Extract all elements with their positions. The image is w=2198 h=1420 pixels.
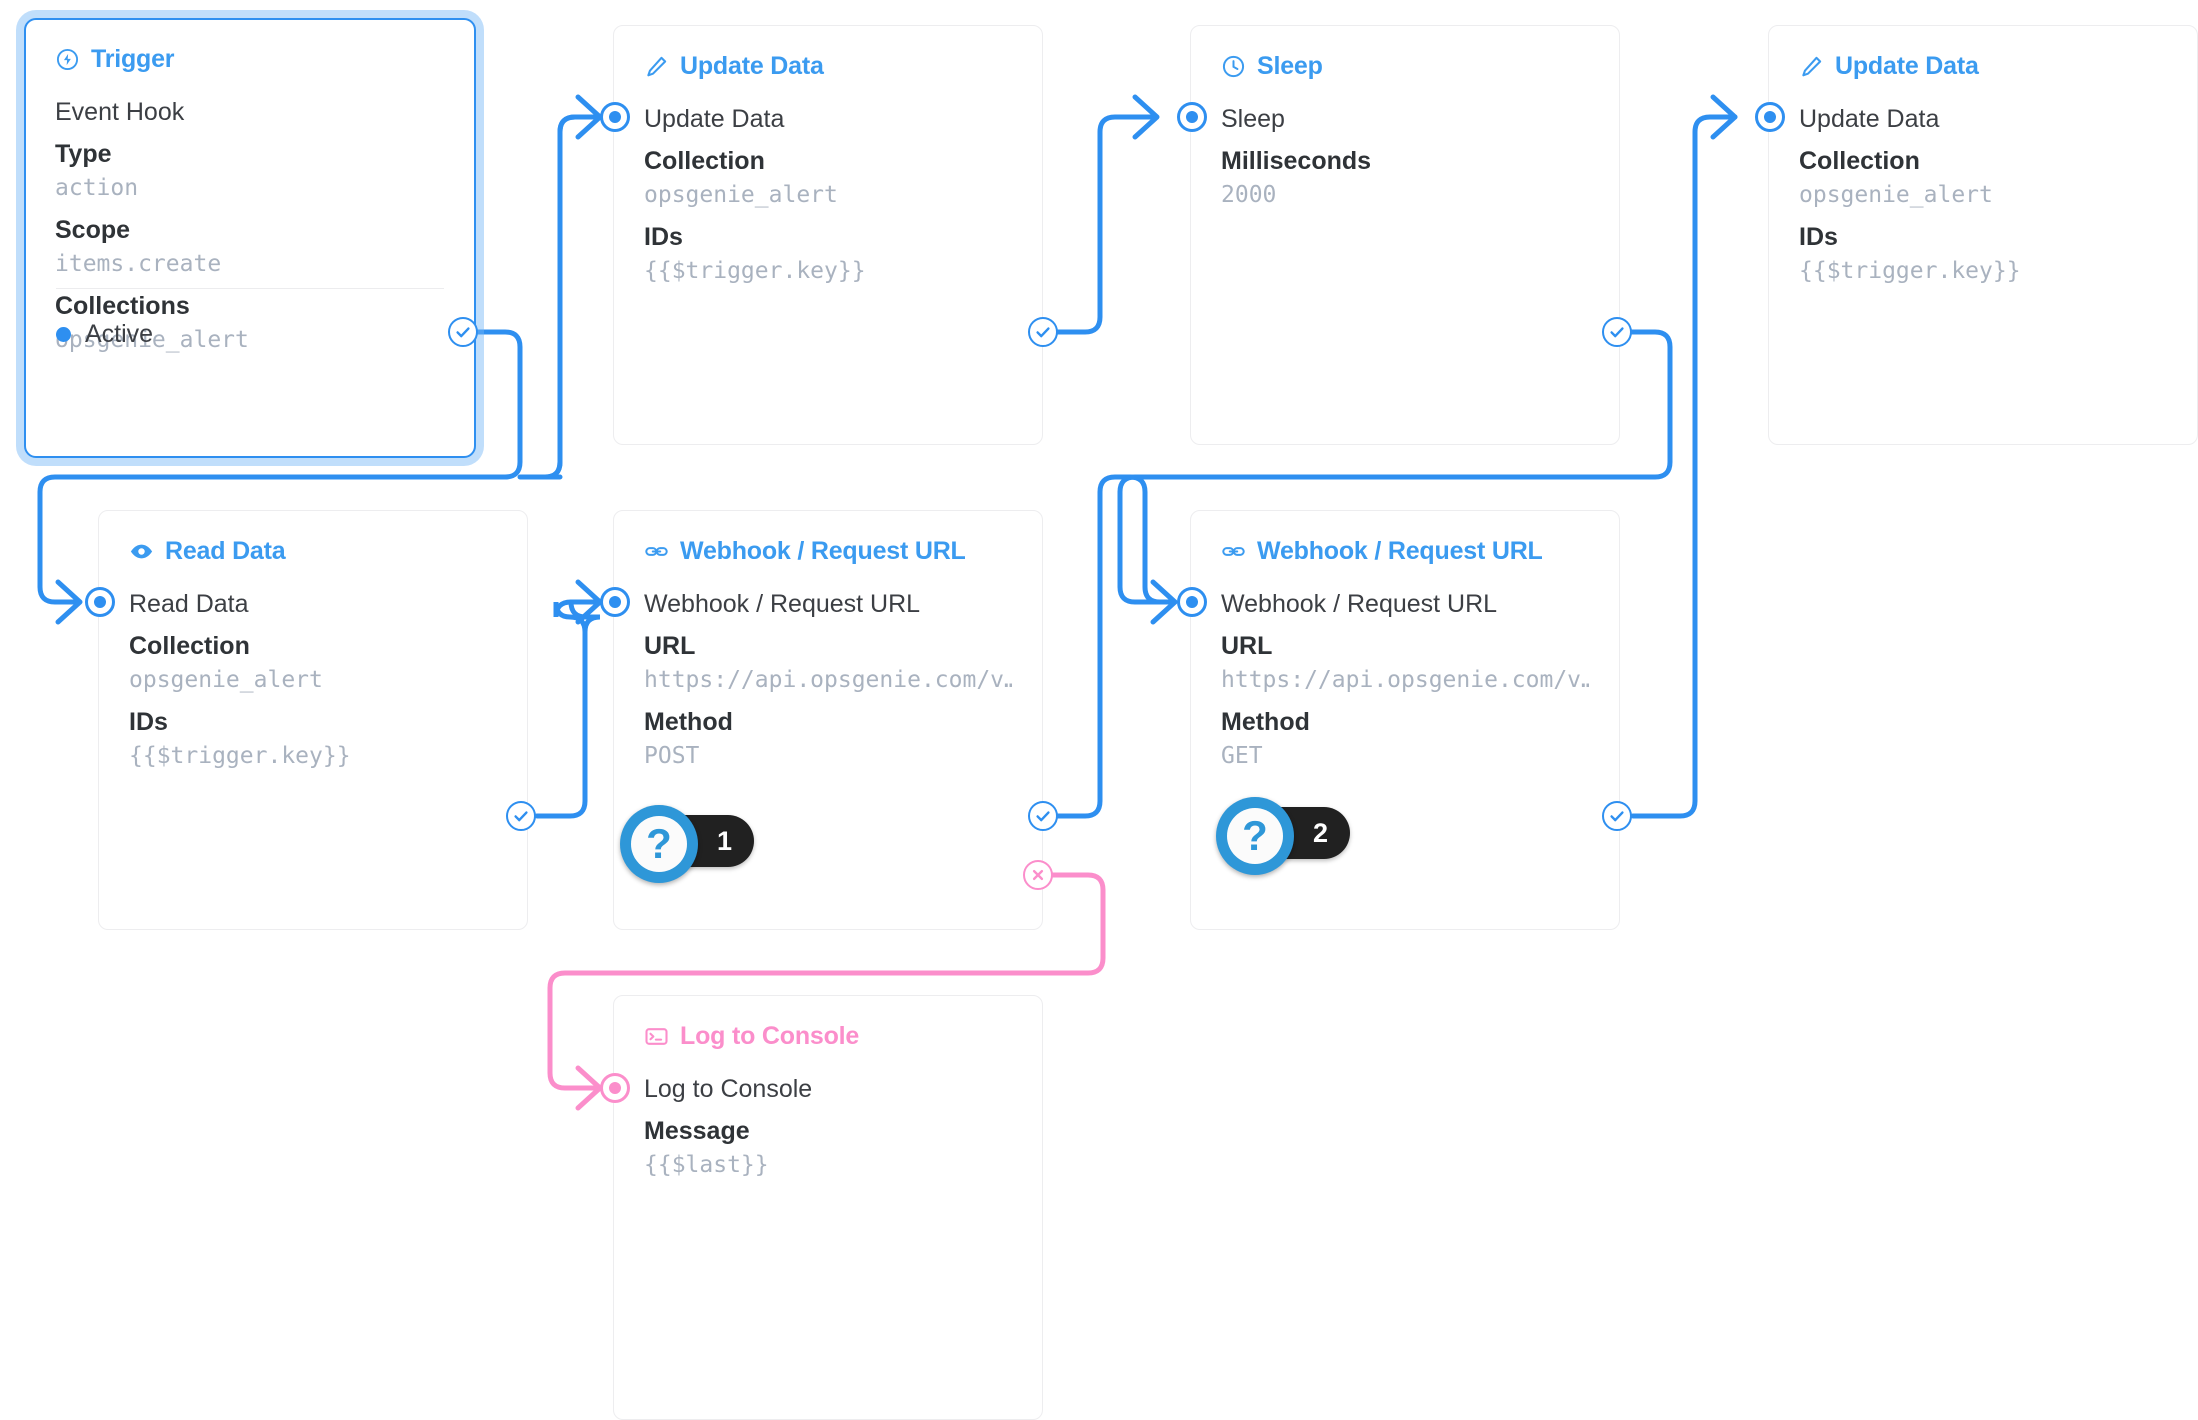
field-key: URL: [644, 631, 696, 660]
resolve-port-trigger[interactable]: [448, 317, 478, 347]
field-value: {{$trigger.key}}: [1799, 257, 2021, 284]
card-title-text: Update Data: [680, 52, 824, 80]
pencil-icon: [1799, 54, 1824, 79]
resolve-port-update-data-1[interactable]: [1028, 317, 1058, 347]
card-title-update-data-2: Update Data: [1799, 54, 2167, 79]
node-card-sleep[interactable]: Sleep Sleep Milliseconds 2000: [1190, 25, 1620, 445]
status-badge: Active: [56, 320, 153, 349]
question-mark-icon[interactable]: ?: [620, 805, 698, 883]
field-value: {{$trigger.key}}: [129, 742, 351, 769]
operation-name: Webhook / Request URL: [1221, 590, 1498, 618]
resolve-port-webhook-get[interactable]: [1602, 801, 1632, 831]
card-title-text: Webhook / Request URL: [1257, 537, 1543, 565]
field-value: https://api.opsgenie.com/v…: [644, 666, 1012, 693]
status-dot-icon: [56, 327, 71, 342]
card-title-update-data-1: Update Data: [644, 54, 1012, 79]
card-title-text: Read Data: [165, 537, 286, 565]
card-title-webhook-post: Webhook / Request URL: [644, 539, 1012, 564]
input-port-webhook-post[interactable]: [600, 587, 630, 617]
field-key: Collection: [644, 146, 765, 175]
field-key: IDs: [129, 707, 168, 736]
operation-name: Log to Console: [644, 1075, 813, 1103]
resolve-port-sleep[interactable]: [1602, 317, 1632, 347]
card-title-text: Trigger: [91, 45, 175, 73]
clock-icon: [1221, 54, 1246, 79]
help-badge-symbol: ?: [631, 816, 687, 872]
card-title-text: Webhook / Request URL: [680, 537, 966, 565]
card-title-read-data: Read Data: [129, 539, 497, 564]
field-key: Method: [644, 707, 733, 736]
field-value: https://api.opsgenie.com/v…: [1221, 666, 1589, 693]
input-port-read-data[interactable]: [85, 587, 115, 617]
field-key: Method: [1221, 707, 1310, 736]
field-value: opsgenie_alert: [55, 327, 249, 354]
help-badge-1[interactable]: 1 ?: [620, 805, 754, 883]
link-icon: [644, 539, 669, 564]
card-title-webhook-get: Webhook / Request URL: [1221, 539, 1589, 564]
node-card-update-data-1[interactable]: Update Data Update Data Collection opsge…: [613, 25, 1043, 445]
field-key: IDs: [1799, 222, 1838, 251]
operation-name: Update Data: [644, 105, 785, 133]
field-value: {{$trigger.key}}: [644, 257, 866, 284]
field-value: {{$last}}: [644, 1151, 769, 1178]
status-label: Active: [85, 320, 154, 348]
field-value: 2000: [1221, 181, 1277, 208]
operation-name: Update Data: [1799, 105, 1940, 133]
operation-name: Read Data: [129, 590, 249, 618]
field-key: Collections: [55, 291, 190, 320]
card-divider: [56, 288, 444, 289]
field-value: opsgenie_alert: [644, 181, 838, 208]
question-mark-icon[interactable]: ?: [1216, 797, 1294, 875]
field-key: Type: [55, 139, 112, 168]
input-port-update-data-2[interactable]: [1755, 102, 1785, 132]
link-icon: [1221, 539, 1246, 564]
input-port-update-data-1[interactable]: [600, 102, 630, 132]
resolve-port-webhook-post[interactable]: [1028, 801, 1058, 831]
node-card-read-data[interactable]: Read Data Read Data Collection opsgenie_…: [98, 510, 528, 930]
help-badge-2[interactable]: 2 ?: [1216, 797, 1350, 875]
input-port-webhook-get[interactable]: [1177, 587, 1207, 617]
card-title-text: Sleep: [1257, 52, 1323, 80]
operation-name: Webhook / Request URL: [644, 590, 921, 618]
field-value: GET: [1221, 742, 1263, 769]
field-key: Milliseconds: [1221, 146, 1372, 175]
help-badge-symbol: ?: [1227, 808, 1283, 864]
operation-name: Event Hook: [55, 98, 185, 126]
card-title-sleep: Sleep: [1221, 54, 1589, 79]
node-card-update-data-2[interactable]: Update Data Update Data Collection opsge…: [1768, 25, 2198, 445]
reject-port-webhook-post[interactable]: [1023, 860, 1053, 890]
field-value: items.create: [55, 250, 222, 277]
terminal-icon: [644, 1024, 669, 1049]
node-card-trigger[interactable]: Trigger Event Hook Type action Scope ite…: [24, 18, 476, 458]
eye-icon: [129, 539, 154, 564]
field-value: opsgenie_alert: [129, 666, 323, 693]
field-key: Message: [644, 1116, 750, 1145]
input-port-log-to-console[interactable]: [600, 1073, 630, 1103]
field-key: IDs: [644, 222, 683, 251]
pencil-icon: [644, 54, 669, 79]
field-value: action: [55, 174, 139, 201]
field-key: Collection: [129, 631, 250, 660]
lightning-circle-icon: [55, 47, 80, 72]
field-key: Collection: [1799, 146, 1920, 175]
card-title-text: Update Data: [1835, 52, 1979, 80]
card-title-log-to-console: Log to Console: [644, 1024, 1012, 1049]
field-key: Scope: [55, 215, 131, 244]
card-title-trigger: Trigger: [55, 47, 445, 72]
node-card-log-to-console[interactable]: Log to Console Log to Console Message {{…: [613, 995, 1043, 1420]
field-key: URL: [1221, 631, 1273, 660]
operation-name: Sleep: [1221, 105, 1285, 133]
field-value: POST: [644, 742, 700, 769]
resolve-port-read-data[interactable]: [506, 801, 536, 831]
card-title-text: Log to Console: [680, 1022, 860, 1050]
field-value: opsgenie_alert: [1799, 181, 1993, 208]
input-port-sleep[interactable]: [1177, 102, 1207, 132]
